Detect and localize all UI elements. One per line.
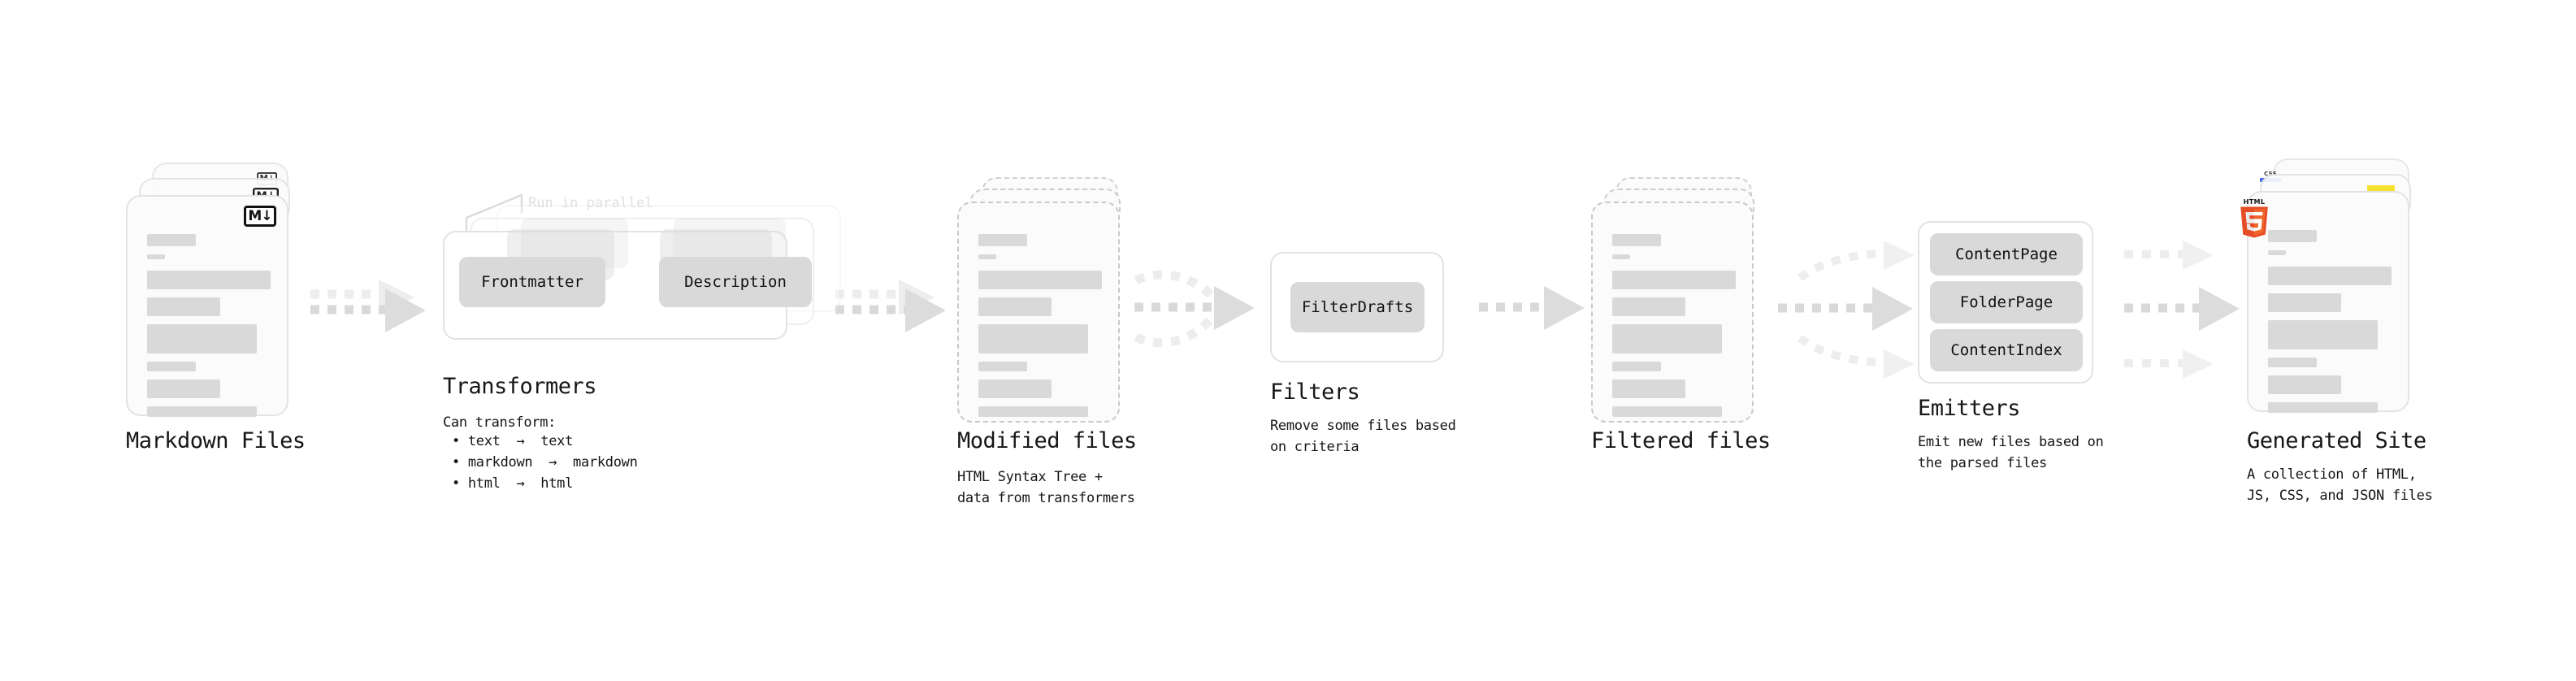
emitter-chip-contentpage[interactable]: ContentPage — [1930, 233, 2083, 275]
skeleton-bar — [147, 380, 220, 398]
stage-title-transformers: Transformers — [443, 374, 597, 399]
markdown-badge: M↓ — [244, 206, 276, 227]
filtered-skeleton — [1612, 234, 1736, 425]
modified-sheet-front — [957, 202, 1120, 423]
skeleton-bar — [1612, 362, 1661, 371]
filters-group: FilterDrafts — [1270, 252, 1444, 362]
skeleton-bar — [147, 324, 257, 354]
stage-title-markdown-files: Markdown Files — [126, 428, 306, 453]
skeleton-bar — [1612, 271, 1736, 289]
skeleton-bar — [147, 297, 220, 316]
generated-site-desc: A collection of HTML, JS, CSS, and JSON … — [2247, 466, 2433, 504]
skeleton-bar — [2268, 267, 2392, 285]
transformer-chip-description[interactable]: Description — [659, 257, 812, 307]
stage-title-generated-site: Generated Site — [2247, 428, 2426, 453]
modified-skeleton — [978, 234, 1102, 425]
modified-files-desc: HTML Syntax Tree + data from transformer… — [957, 469, 1135, 506]
transformer-chip-frontmatter[interactable]: Frontmatter — [459, 257, 605, 307]
skeleton-bar — [2268, 293, 2341, 312]
emitter-chip-folderpage[interactable]: FolderPage — [1930, 281, 2083, 323]
html5-shield — [2240, 206, 2268, 238]
stage-title-filters: Filters — [1270, 380, 1360, 405]
run-in-parallel-note: Run in parallel — [528, 195, 653, 211]
skeleton-bar — [978, 406, 1088, 417]
skeleton-bar — [2268, 230, 2317, 242]
transform-list: text → text markdown → markdown html → h… — [452, 432, 638, 494]
html5-icon: HTML — [2239, 198, 2270, 238]
markdown-skeleton — [147, 234, 271, 425]
arrow-filtered-to-emitters — [1778, 241, 1915, 379]
skeleton-bar — [978, 254, 996, 259]
arrow-modified-to-filters — [1134, 270, 1255, 348]
skeleton-bar — [978, 362, 1027, 371]
filtered-files-stack — [1591, 177, 1770, 437]
skeleton-bar — [1612, 380, 1685, 398]
skeleton-bar — [1612, 234, 1661, 246]
skeleton-bar — [147, 254, 165, 259]
transformers-bullets: text → text markdown → markdown html → h… — [452, 432, 638, 494]
skeleton-bar — [2268, 358, 2317, 367]
skeleton-bar — [1612, 406, 1722, 417]
emitters-group: ContentPage FolderPage ContentIndex — [1918, 221, 2093, 384]
site-sheet-front: HTML — [2240, 191, 2409, 413]
skeleton-bar — [147, 271, 271, 289]
skeleton-bar — [978, 297, 1052, 316]
markdown-files-stack: M↓ M↓ M↓ — [126, 163, 305, 423]
arrow-filters-to-filtered — [1479, 286, 1585, 330]
stage-title-emitters: Emitters — [1918, 396, 2021, 421]
modified-files-stack — [957, 177, 1136, 437]
skeleton-bar — [2268, 375, 2341, 394]
transform-list-item: text → text — [452, 432, 638, 453]
skeleton-bar — [2268, 250, 2286, 255]
arrow-transformers-to-modified — [835, 280, 946, 332]
arrow-markdown-to-transformers — [310, 280, 426, 332]
stage-title-filtered-files: Filtered files — [1591, 428, 1771, 453]
skeleton-bar — [978, 234, 1027, 246]
transform-list-item: html → html — [452, 474, 638, 495]
skeleton-bar — [1612, 297, 1685, 316]
emitter-chip-contentindex[interactable]: ContentIndex — [1930, 329, 2083, 371]
stage-title-modified-files: Modified files — [957, 428, 1137, 453]
skeleton-bar — [1612, 324, 1722, 354]
skeleton-bar — [2268, 320, 2378, 349]
skeleton-bar — [147, 234, 196, 246]
transformers-desc: Can transform: — [443, 414, 557, 431]
markdown-sheet-front: M↓ — [126, 195, 288, 417]
skeleton-bar — [978, 324, 1088, 354]
generated-site-stack: CSS HTML — [2240, 158, 2430, 427]
html5-word: HTML — [2243, 198, 2266, 206]
arrow-emitters-to-site — [2124, 241, 2240, 379]
filter-chip-filterdrafts[interactable]: FilterDrafts — [1290, 282, 1425, 332]
site-skeleton — [2268, 230, 2392, 421]
skeleton-bar — [1612, 254, 1630, 259]
skeleton-bar — [147, 406, 257, 417]
skeleton-bar — [978, 271, 1102, 289]
skeleton-bar — [978, 380, 1052, 398]
emitters-desc: Emit new files based on the parsed files — [1918, 434, 2104, 471]
transform-list-item: markdown → markdown — [452, 453, 638, 474]
filters-desc: Remove some files based on criteria — [1270, 418, 1456, 455]
skeleton-bar — [2268, 402, 2378, 413]
transformers-group: Frontmatter Description — [443, 195, 841, 358]
skeleton-bar — [147, 362, 196, 371]
filtered-sheet-front — [1591, 202, 1754, 423]
